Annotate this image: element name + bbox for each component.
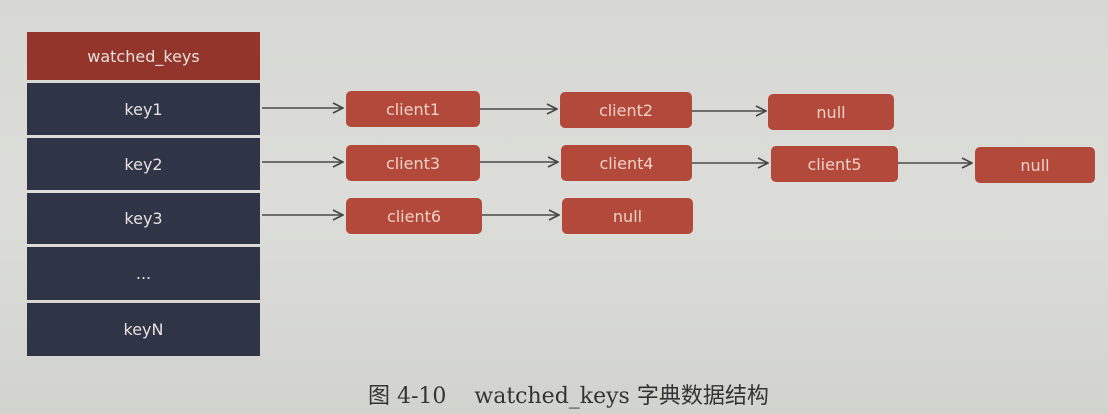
figure-caption: 图 4-10 watched_keys 字典数据结构: [368, 384, 769, 409]
key-cell-ellipsis: ...: [27, 247, 260, 300]
key-cell-key3: key3: [27, 193, 260, 244]
chain-node: client3: [346, 145, 480, 181]
chain-node: client2: [560, 92, 692, 128]
key-cell-keyN: keyN: [27, 303, 260, 356]
chain-node: client4: [561, 145, 692, 181]
chain-node: client5: [771, 146, 898, 182]
chain-node-null: null: [768, 94, 894, 130]
chain-node: client1: [346, 91, 480, 127]
chain-node-null: null: [975, 147, 1095, 183]
dict-header: watched_keys: [27, 32, 260, 80]
chain-node-null: null: [562, 198, 693, 234]
key-cell-key1: key1: [27, 83, 260, 135]
key-cell-key2: key2: [27, 138, 260, 190]
chain-node: client6: [346, 198, 482, 234]
